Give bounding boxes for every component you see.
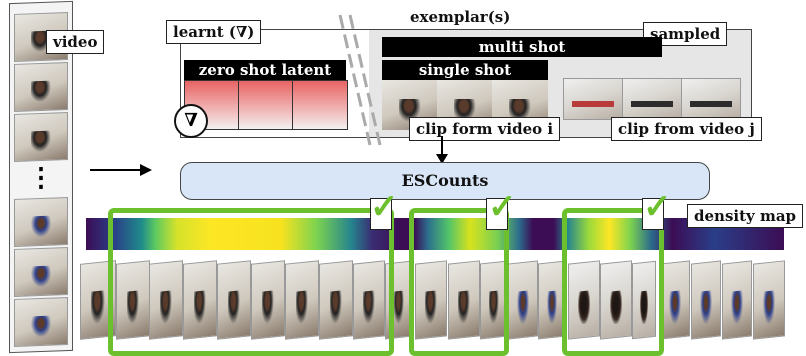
exemplars-title: exemplar(s) — [410, 8, 511, 26]
density-map-bar — [86, 218, 784, 250]
arrow-to-escounts — [436, 136, 448, 164]
check-card-2 — [486, 198, 508, 230]
clip-video-i-label: clip form video i — [409, 117, 561, 141]
sampled-label: sampled — [643, 22, 728, 46]
check-icon-3: ✓ — [643, 187, 672, 227]
arrow-video-to-escounts — [90, 164, 152, 176]
multi-shot-bar: multi shot — [382, 37, 662, 57]
nabla-icon: ∇ — [174, 104, 208, 138]
check-icon-1: ✓ — [370, 187, 399, 227]
single-shot-bar: single shot — [382, 60, 548, 80]
repetition-box-3 — [562, 208, 664, 356]
check-card-1 — [370, 198, 392, 230]
check-icon-2: ✓ — [488, 187, 517, 227]
zero-shot-latent-grid — [184, 80, 348, 130]
video-label: video — [46, 30, 105, 54]
repetition-box-2 — [409, 208, 509, 356]
escounts-box: ESCounts — [180, 162, 710, 200]
video-j-frame-2 — [622, 78, 682, 120]
nabla-symbol: ∇ — [184, 110, 198, 131]
clip-video-j-label: clip from video j — [611, 117, 762, 141]
learnt-label: learnt (∇) — [166, 20, 262, 44]
video-j-frame-1 — [563, 78, 623, 120]
bottom-frame-22 — [753, 260, 785, 340]
check-card-3 — [642, 198, 664, 230]
zero-shot-bar: zero shot latent — [184, 60, 346, 80]
repetition-box-1 — [108, 208, 394, 356]
bottom-frame-21 — [722, 260, 752, 340]
bottom-frame-14 — [508, 260, 538, 340]
separator-lines — [338, 14, 382, 146]
video-j-clip — [563, 78, 741, 120]
bottom-frame-20 — [691, 260, 721, 340]
bottom-frame-19 — [660, 260, 690, 340]
video-j-frame-3 — [681, 78, 741, 120]
density-map-label: density map — [687, 204, 804, 228]
